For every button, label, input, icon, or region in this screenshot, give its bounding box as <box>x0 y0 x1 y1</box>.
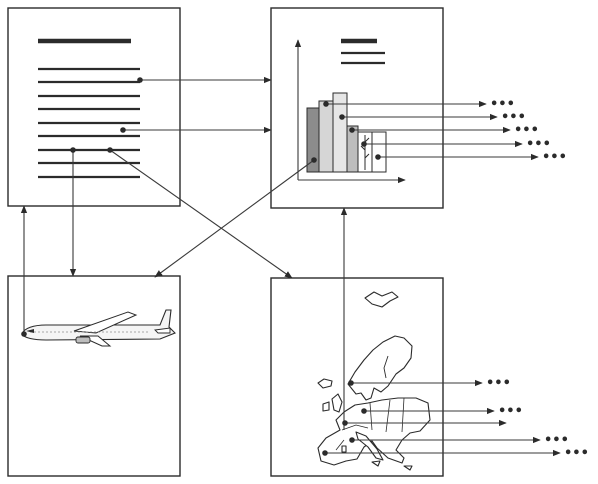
anchor-dot <box>137 77 143 83</box>
map-output-ellipsis: ••• <box>564 446 589 461</box>
map-output-ellipsis: ••• <box>486 376 511 391</box>
map-output-ellipses: ••• ••• ••• ••• <box>486 376 589 461</box>
europe-map-panel <box>270 277 444 477</box>
anchor-dot <box>342 420 348 426</box>
anchor-dot <box>348 380 354 386</box>
chart-output-ellipsis: ••• <box>526 137 551 152</box>
link-chart-to-airplane <box>154 159 315 278</box>
anchor-dot <box>311 157 317 163</box>
europe-map-icon <box>317 291 431 471</box>
anchor-dot <box>361 408 367 414</box>
anchor-dot <box>21 331 27 337</box>
map-output-ellipsis: ••• <box>544 433 569 448</box>
anchor-dot <box>375 154 381 160</box>
chart-bar <box>318 100 334 173</box>
text-document-panel <box>7 7 181 207</box>
airplane-icon <box>21 309 176 347</box>
airplane-image-frame <box>7 275 181 477</box>
anchor-dot <box>70 147 76 153</box>
map-output-links <box>325 379 561 457</box>
chart-output-ellipsis: ••• <box>501 110 526 125</box>
text-document-lines <box>38 67 140 179</box>
anchor-dot <box>107 147 113 153</box>
chart-bar-hatched <box>357 131 373 173</box>
airplane-image-panel <box>7 275 181 477</box>
chart-output-links <box>326 100 539 161</box>
anchor-dot <box>322 450 328 456</box>
chart-document-panel <box>270 7 444 209</box>
chart-bar <box>371 131 387 173</box>
chart-output-ellipses: ••• ••• ••• ••• ••• <box>490 97 567 165</box>
cross-links <box>20 76 348 430</box>
anchor-dot <box>323 101 329 107</box>
chart-output-ellipsis: ••• <box>514 123 539 138</box>
anchor-dot <box>349 127 355 133</box>
link-anchor-dots <box>21 77 381 456</box>
chart-output-ellipsis: ••• <box>542 150 567 165</box>
anchor-dot <box>120 127 126 133</box>
anchor-dot <box>339 114 345 120</box>
chart-bar <box>332 92 348 173</box>
anchor-dot <box>349 437 355 443</box>
chart-output-ellipsis: ••• <box>490 97 515 112</box>
chart-bar <box>346 125 359 173</box>
link-text-to-map <box>109 149 293 279</box>
map-output-ellipsis: ••• <box>498 404 523 419</box>
chart-document-frame <box>270 7 444 209</box>
anchor-dot <box>361 141 367 147</box>
